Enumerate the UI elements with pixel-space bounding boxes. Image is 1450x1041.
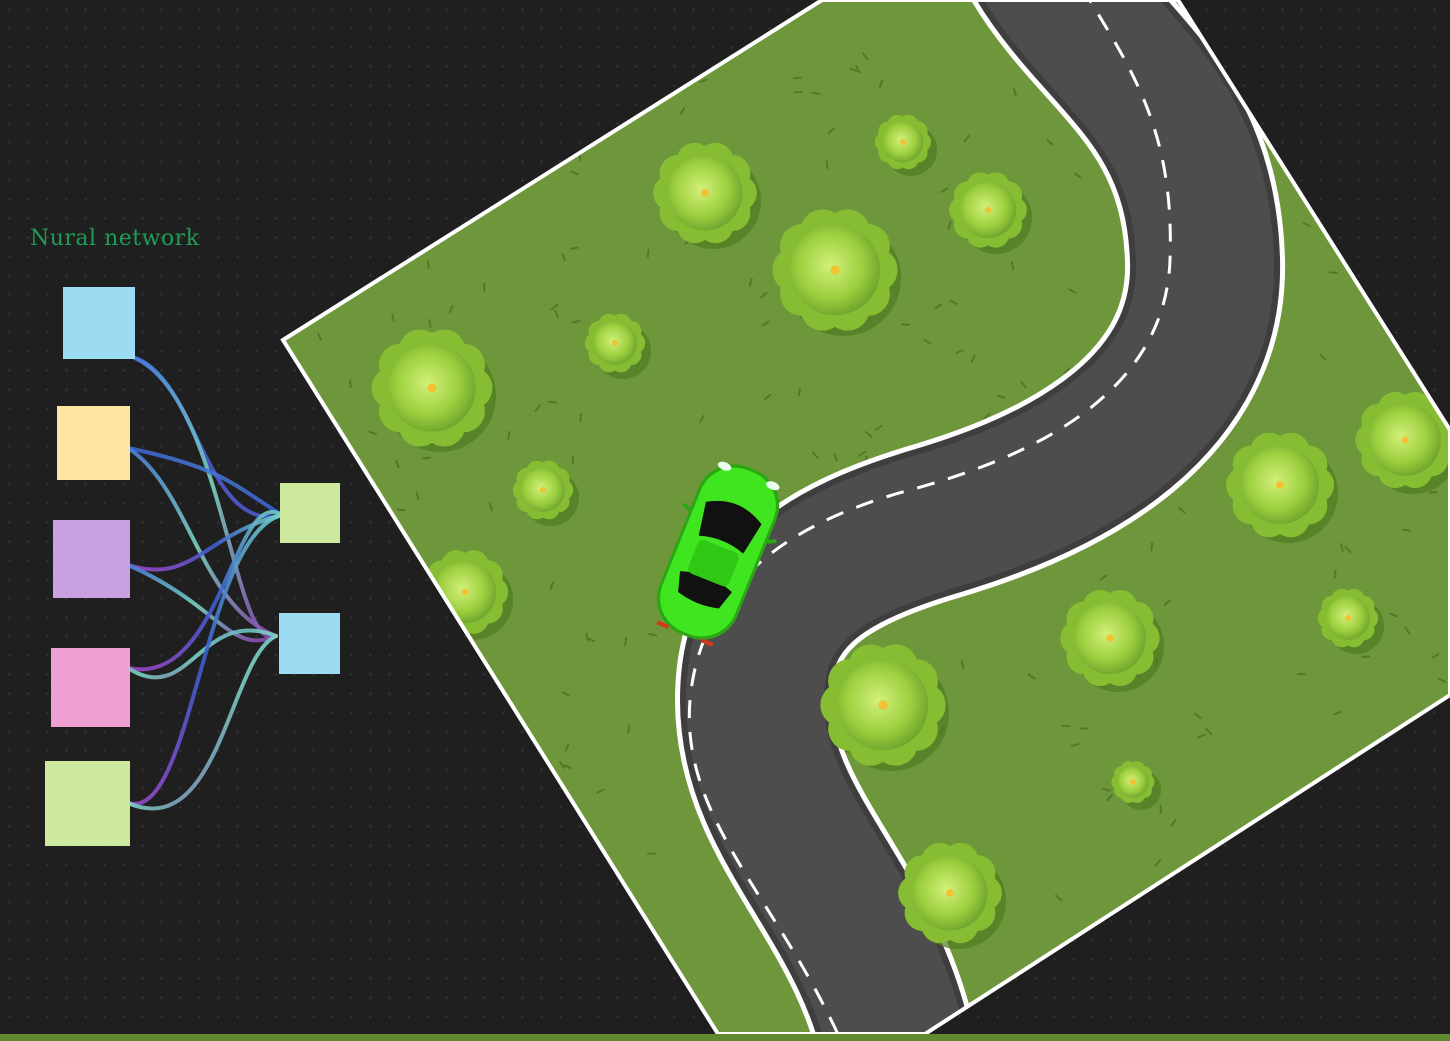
bush [371, 329, 496, 452]
bush [653, 142, 761, 249]
input-node-3 [53, 520, 130, 598]
network-link [126, 446, 284, 517]
input-node-4 [51, 648, 130, 727]
bush [772, 209, 901, 336]
bush [1226, 432, 1338, 543]
bush [1317, 588, 1384, 654]
road [674, 0, 1286, 1034]
car[interactable] [638, 450, 798, 654]
neural-network-title: Nural network [30, 226, 200, 251]
bush [949, 172, 1032, 254]
bush [874, 114, 937, 176]
network-link [126, 510, 284, 672]
bush [820, 644, 949, 771]
bottom-bar [0, 1034, 1450, 1041]
bush [898, 842, 1006, 949]
network-link [126, 634, 278, 811]
bush [512, 460, 579, 526]
network-link [126, 446, 278, 638]
input-node-5 [45, 761, 130, 846]
output-node-1 [280, 483, 340, 543]
output-node-2 [279, 613, 340, 674]
input-node-2 [57, 406, 130, 480]
bush [1111, 761, 1161, 810]
input-node-1 [63, 287, 135, 359]
network-link [126, 513, 284, 806]
bush [1060, 589, 1164, 692]
network-link [126, 628, 278, 680]
bush [584, 313, 651, 379]
network-link [126, 563, 278, 643]
